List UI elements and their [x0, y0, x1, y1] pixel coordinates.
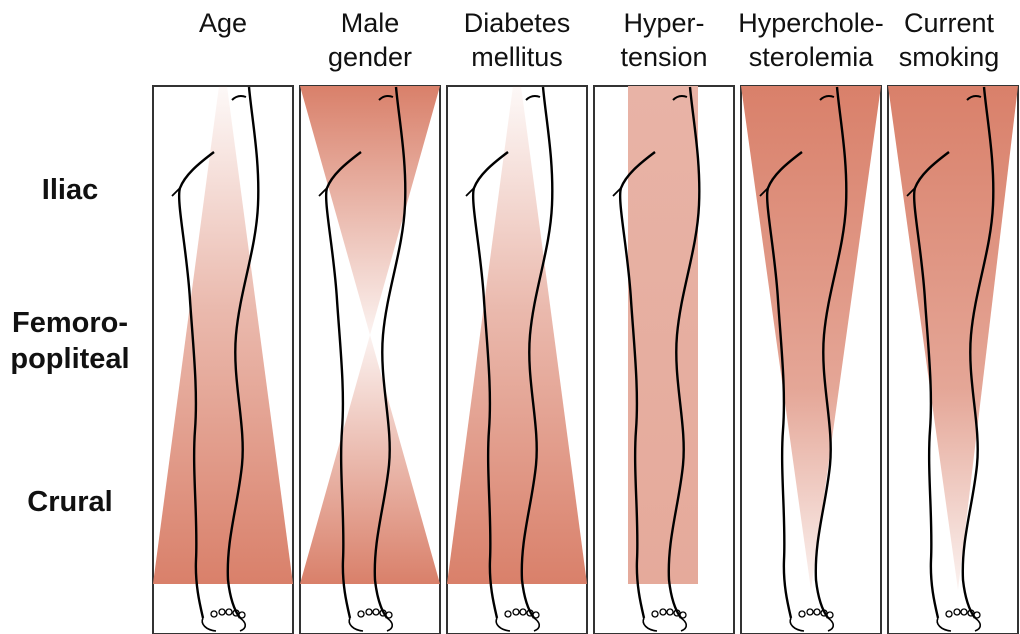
risk-fill-hypertension — [628, 86, 698, 584]
column-label-line1: Male — [295, 6, 445, 40]
column-label-line1: Current — [874, 6, 1020, 40]
column-label-line1: Hyperchole- — [736, 6, 886, 40]
panel-hypercholesterolemia — [741, 86, 881, 634]
column-label-line1: Diabetes — [442, 6, 592, 40]
panel-age — [153, 86, 293, 634]
column-label-age: Age — [148, 6, 298, 40]
panel-diabetes-mellitus — [447, 86, 587, 634]
row-label-line1: Crural — [0, 484, 140, 520]
panel-current-smoking — [888, 86, 1018, 634]
panel-hypertension — [594, 86, 734, 634]
row-label-line2: popliteal — [0, 341, 140, 377]
column-label-line2: mellitus — [442, 40, 592, 74]
column-label-line1: Hyper- — [589, 6, 739, 40]
column-label-hypertension: Hyper- tension — [589, 6, 739, 74]
column-label-line1: Age — [148, 6, 298, 40]
row-label-line1: Iliac — [0, 172, 140, 208]
column-label-male-gender: Male gender — [295, 6, 445, 74]
panel-male-gender — [300, 86, 440, 634]
row-label-crural: Crural — [0, 484, 140, 520]
column-label-current-smoking: Current smoking — [874, 6, 1020, 74]
column-label-line2: smoking — [874, 40, 1020, 74]
column-label-line2: gender — [295, 40, 445, 74]
row-label-iliac: Iliac — [0, 172, 140, 208]
column-label-hypercholesterolemia: Hyperchole- sterolemia — [736, 6, 886, 74]
column-label-line2: tension — [589, 40, 739, 74]
column-label-diabetes-mellitus: Diabetes mellitus — [442, 6, 592, 74]
column-label-line2: sterolemia — [736, 40, 886, 74]
row-label-femoropopliteal: Femoro- popliteal — [0, 305, 140, 377]
row-label-line1: Femoro- — [0, 305, 140, 341]
